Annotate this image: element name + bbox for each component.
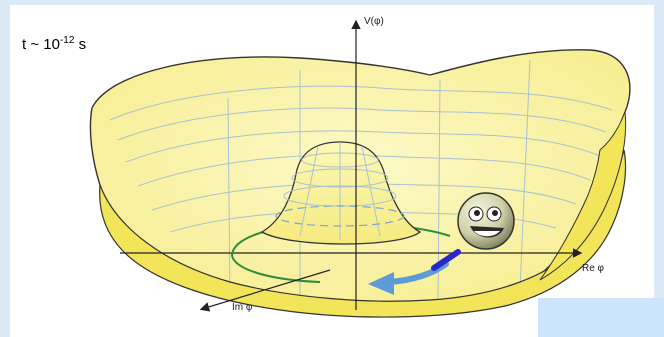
time-unit: s <box>74 36 86 53</box>
highlight-box <box>538 298 664 337</box>
smiley-ball-icon <box>458 193 514 249</box>
re-axis-label: Re φ <box>582 263 605 274</box>
v-axis-label: V(φ) <box>364 16 384 27</box>
time-exponent: -12 <box>60 35 74 46</box>
time-scale-label: t ~ 10-12 s <box>22 35 86 53</box>
time-prefix: t ~ 10 <box>22 36 60 53</box>
im-axis-label: Im φ <box>232 302 253 313</box>
